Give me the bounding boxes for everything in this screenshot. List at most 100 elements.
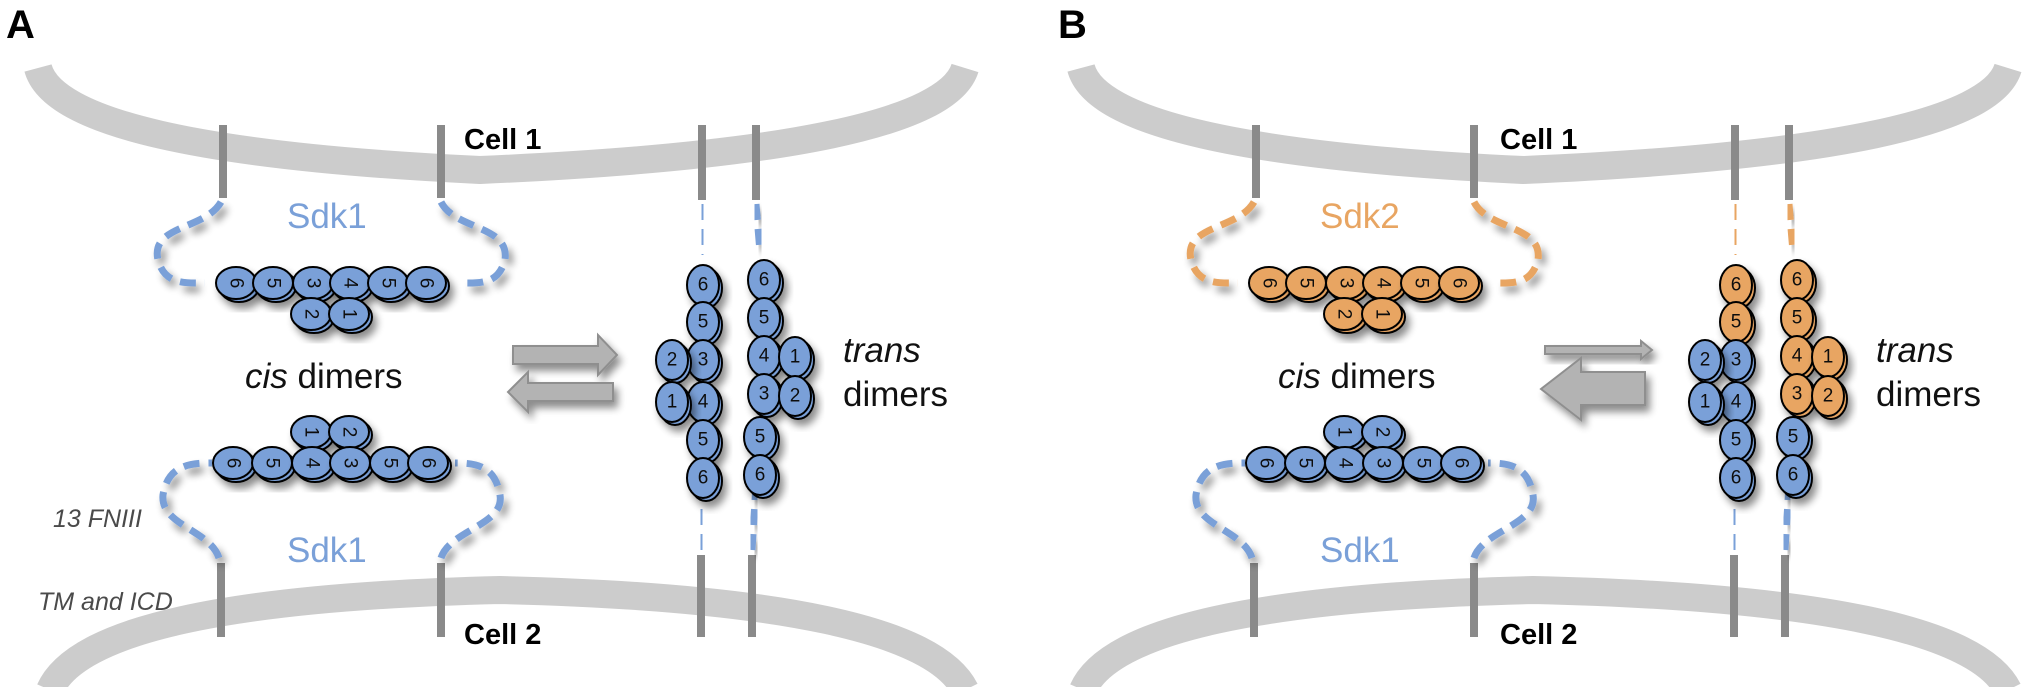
domain-number: 5 — [1731, 430, 1742, 451]
trans-domain: 3 — [1719, 339, 1756, 384]
domain-number: 3 — [303, 278, 324, 289]
domain-number: 6 — [1449, 278, 1470, 289]
domain-number: 5 — [1731, 312, 1742, 333]
trans-domain: 3 — [1780, 373, 1817, 418]
trans-domain: 6 — [747, 259, 784, 304]
trans-domain: 2 — [1688, 339, 1725, 384]
cis-top-domain: 6 — [1438, 266, 1483, 303]
trans-domain: 5 — [686, 419, 723, 464]
cell-1-membrane — [1067, 62, 2022, 185]
trans-domain: 6 — [743, 454, 780, 499]
cis-top-domain: 4 — [1362, 266, 1407, 303]
domain-disk — [1438, 266, 1480, 300]
fniii-linker — [437, 459, 504, 560]
domain-number: 4 — [1335, 458, 1356, 469]
trans-label: trans — [843, 331, 921, 370]
cis-top-domain: 1 — [1361, 297, 1406, 334]
domain-number: 3 — [698, 350, 709, 371]
panel-letter: A — [6, 3, 35, 47]
cis-bottom-domain: 1 — [290, 415, 335, 452]
domain-number: 6 — [1256, 458, 1277, 469]
domain-number: 2 — [339, 427, 360, 438]
domain-number: 5 — [1411, 278, 1432, 289]
domain-number: 4 — [1373, 278, 1394, 289]
trans-domain: 3 — [686, 339, 723, 384]
cis-bottom-domain: 4 — [1324, 446, 1369, 483]
trans-domain: 2 — [655, 339, 692, 384]
cis-bottom-domain: 2 — [328, 415, 373, 452]
cis-top-domain: 5 — [1285, 266, 1330, 303]
cis-bottom-domain: 6 — [212, 446, 257, 483]
cis-top-domain: 5 — [252, 266, 297, 303]
trans-domain: 5 — [1780, 297, 1817, 342]
domain-number: 6 — [698, 468, 709, 489]
trans-domain: 5 — [747, 297, 784, 342]
trans-domain: 1 — [1688, 381, 1725, 426]
domain-number: 2 — [1372, 427, 1393, 438]
domain-disk — [686, 457, 720, 499]
bottom-protein-label: Sdk1 — [1320, 531, 1400, 570]
cis-bottom-domain: 4 — [291, 446, 336, 483]
domain-number: 3 — [340, 458, 361, 469]
trans-domain: 5 — [1776, 416, 1813, 461]
trans-domain: 6 — [1776, 454, 1813, 499]
cis-bottom-domain: 6 — [1440, 446, 1485, 483]
domain-disk — [328, 297, 370, 331]
cis-dimers-label: cis dimers — [1278, 357, 1436, 396]
trans-dimers-label: dimers — [843, 375, 948, 414]
cis-top-domain: 2 — [290, 297, 335, 334]
cis-dimers-label: cis dimers — [245, 357, 403, 396]
domain-number: 6 — [1259, 278, 1280, 289]
domain-number: 5 — [262, 458, 283, 469]
domain-disk — [405, 266, 447, 300]
domain-number: 6 — [1731, 275, 1742, 296]
domain-number: 6 — [1788, 465, 1799, 486]
fniii-linker — [1470, 459, 1537, 560]
cis-top-domain: 6 — [1248, 266, 1293, 303]
cell-2-label: Cell 2 — [1500, 619, 1577, 651]
top-protein-label: Sdk2 — [1320, 197, 1400, 236]
trans-domain: 6 — [1780, 259, 1817, 304]
trans-domain: 4 — [747, 335, 784, 380]
trans-domain: 5 — [1719, 301, 1756, 346]
domain-number: 4 — [1731, 392, 1742, 413]
domain-number: 5 — [1413, 458, 1434, 469]
domain-number: 3 — [1336, 278, 1357, 289]
domain-number: 5 — [698, 430, 709, 451]
domain-number: 6 — [418, 458, 439, 469]
trans-domain: 4 — [1719, 381, 1756, 426]
cis-bottom-domain: 3 — [1362, 446, 1407, 483]
cis-top-domain: 2 — [1323, 297, 1368, 334]
domain-disk — [407, 446, 449, 480]
domain-number: 6 — [1451, 458, 1472, 469]
cis-top-domain: 3 — [1325, 266, 1370, 303]
domain-number: 5 — [755, 427, 766, 448]
domain-number: 3 — [1792, 384, 1803, 405]
trans-domain: 6 — [686, 264, 723, 309]
domain-number: 3 — [1731, 350, 1742, 371]
forward-arrow — [1544, 338, 1654, 362]
cis-bottom-domain: 3 — [329, 446, 374, 483]
domain-number: 4 — [302, 458, 323, 469]
domain-number: 1 — [667, 392, 678, 413]
domain-number: 6 — [226, 278, 247, 289]
domain-number: 5 — [1792, 308, 1803, 329]
cis-bottom-domain: 5 — [251, 446, 296, 483]
forward-arrow — [512, 332, 619, 378]
domain-number: 2 — [1700, 350, 1711, 371]
cis-top-domain: 6 — [215, 266, 260, 303]
trans-domain: 3 — [747, 373, 784, 418]
domain-number: 3 — [1373, 458, 1394, 469]
domain-number: 5 — [1788, 427, 1799, 448]
fniii-linker — [1785, 203, 1797, 253]
fniii-linker — [1192, 459, 1256, 560]
domain-number: 6 — [1731, 468, 1742, 489]
domain-number: 2 — [301, 309, 322, 320]
domain-number: 6 — [1792, 270, 1803, 291]
cis-bottom-domain: 6 — [1245, 446, 1290, 483]
domain-number: 6 — [759, 270, 770, 291]
trans-dimers-label: dimers — [1876, 375, 1981, 414]
cell-2-membrane — [37, 575, 978, 687]
cis-bottom-domain: 2 — [1361, 415, 1406, 452]
